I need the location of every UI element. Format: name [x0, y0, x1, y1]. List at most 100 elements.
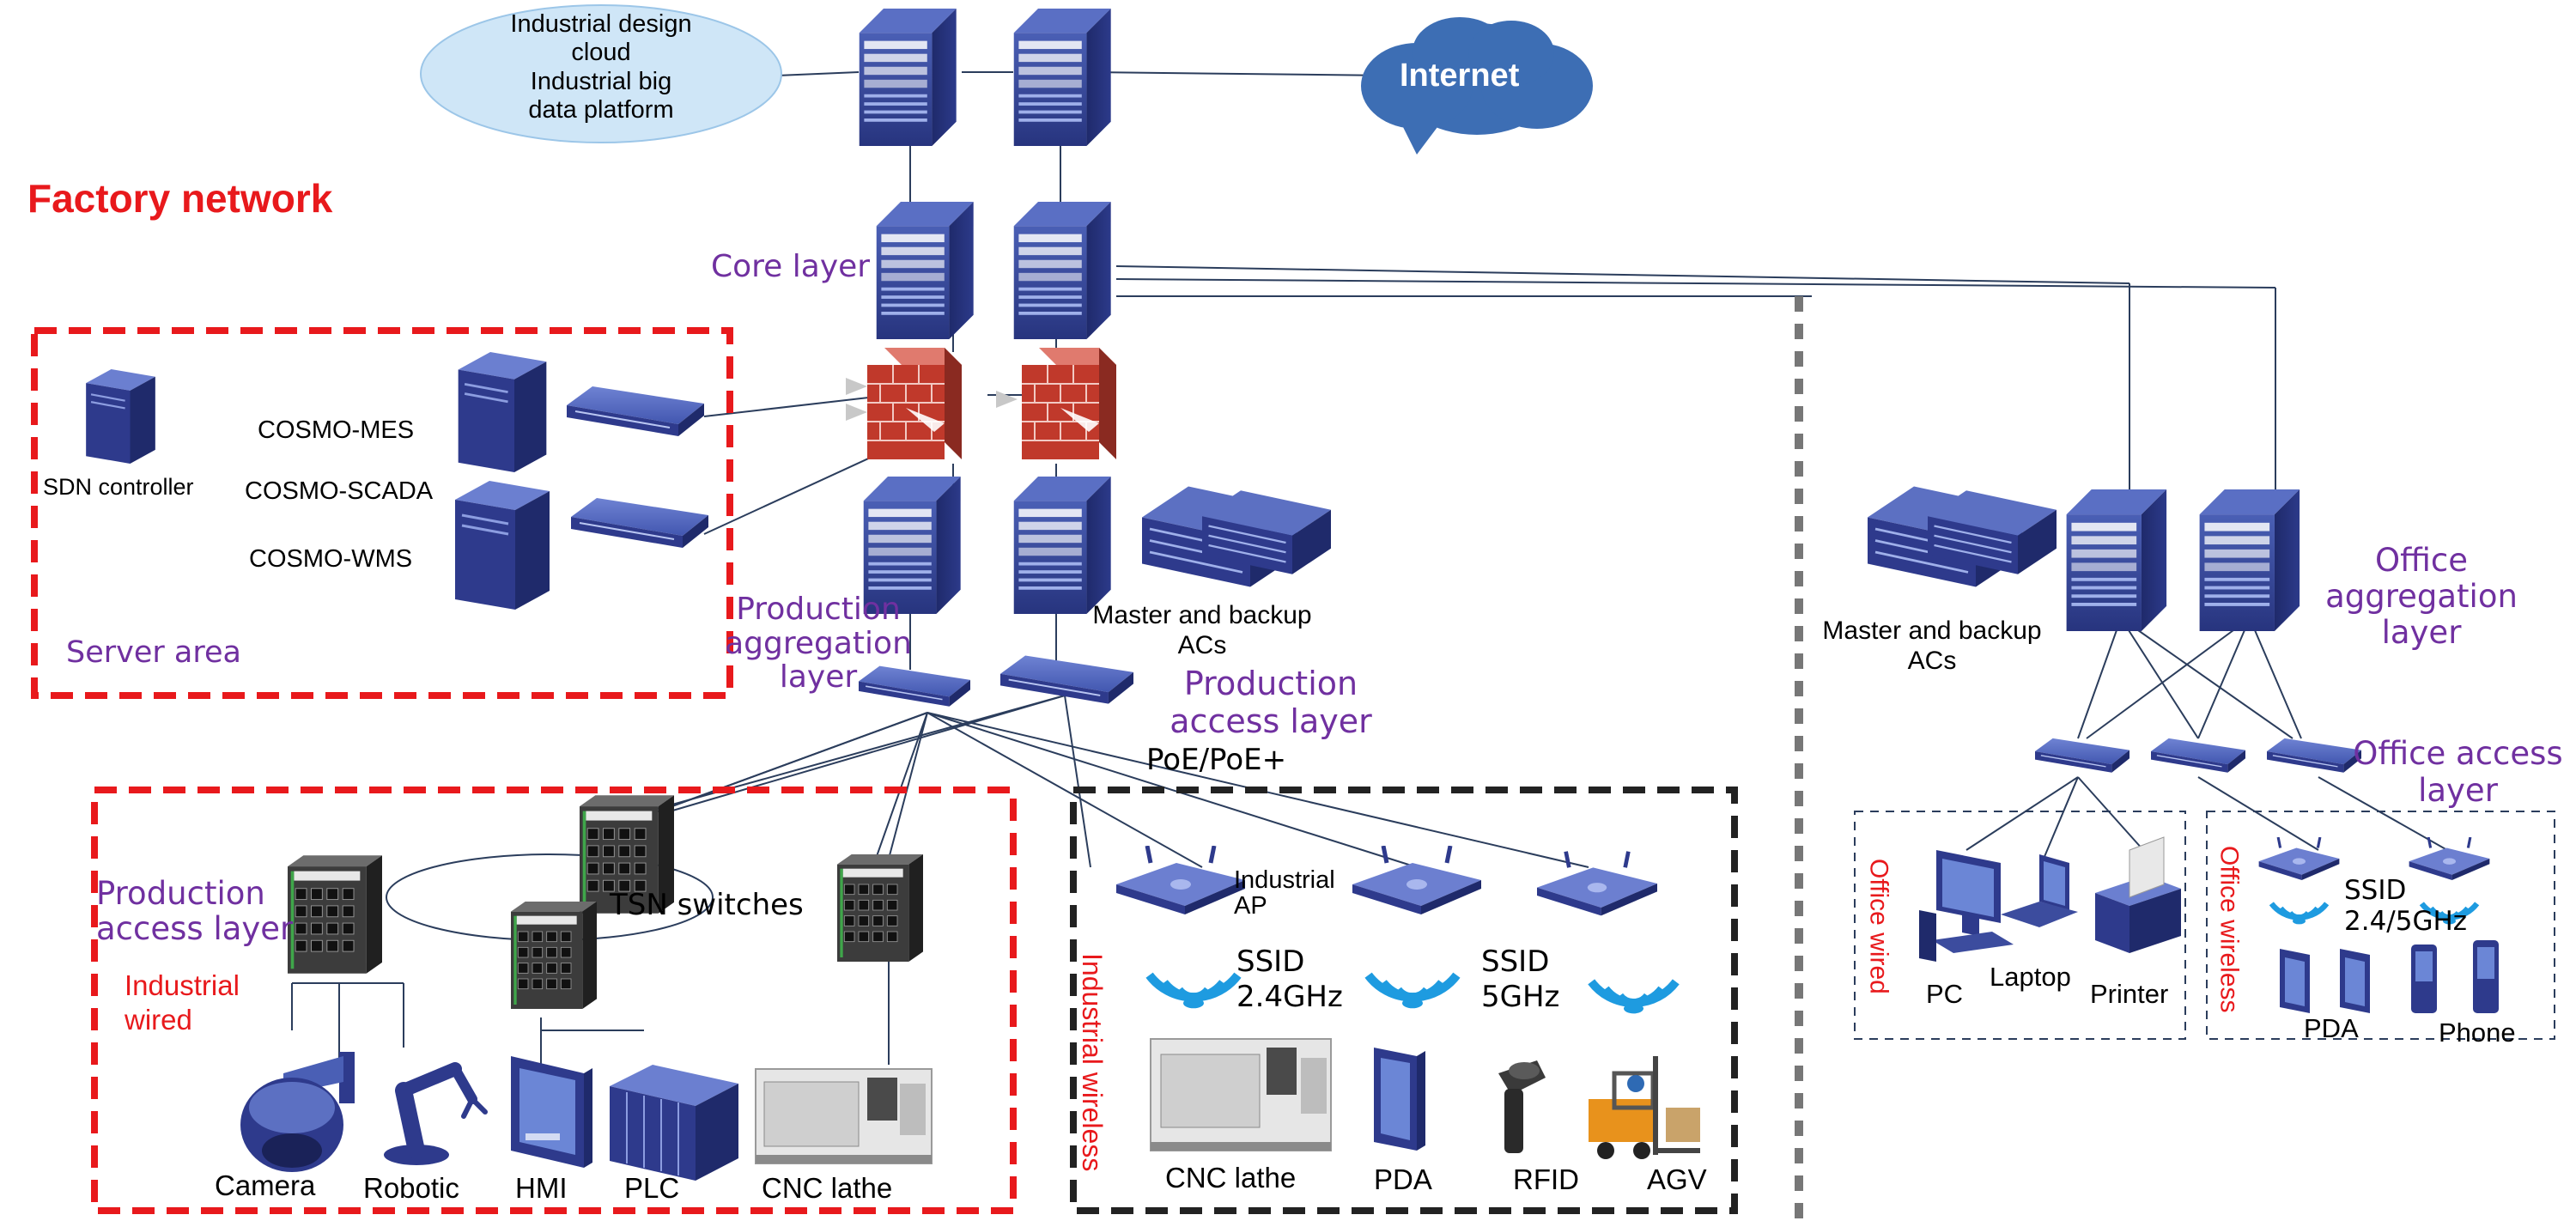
cnc-lathe-wireless-label: CNC lathe: [1165, 1162, 1297, 1194]
ssid-24-label: SSID 2.4GHz: [1236, 945, 1343, 1015]
acs-label-line: ACs: [1177, 630, 1227, 659]
office-access-switch-3: [2267, 738, 2361, 774]
office-ap-2: [2409, 837, 2490, 880]
sdn-controller-server: [85, 369, 156, 464]
office-wireless-border: [2206, 811, 2555, 1040]
industrial-ap-line: Industrial: [1234, 866, 1335, 894]
production-aggregation-line: layer: [779, 659, 858, 696]
printer-icon: [2095, 836, 2181, 953]
production-access-label-left: Production access layer: [96, 876, 293, 947]
wifi-icon: [1369, 975, 1457, 1009]
industrial-wired-line: wired: [125, 1004, 192, 1036]
office-wired-label: Office wired: [1864, 859, 1893, 994]
laptop-icon: [2001, 854, 2078, 927]
firewall-traffic-arrows: [846, 378, 1018, 421]
office-acs-label: Master and backup ACs: [1820, 617, 2044, 676]
production-acs-label: Master and backup ACs: [1091, 601, 1314, 660]
office-aggregation-line: aggregation: [2325, 577, 2518, 615]
industrial-wireless-line: wireless: [1076, 1072, 1108, 1172]
wifi-icon: [2271, 903, 2326, 924]
camera-icon: [240, 1052, 355, 1172]
ssid-line: SSID: [2344, 875, 2407, 906]
office-ap-1: [2258, 837, 2340, 880]
production-access-line: access layer: [96, 910, 294, 948]
industrial-cloud: [420, 4, 782, 143]
cnc-lathe-label: CNC lathe: [762, 1172, 893, 1204]
camera-label: Camera: [215, 1169, 316, 1201]
cloud-label-line: Industrial design: [510, 10, 692, 38]
server-switch-2: [571, 498, 708, 549]
production-access-line: Production: [96, 875, 265, 912]
robotic-arm-icon: [384, 1062, 488, 1165]
cosmo-scada-label: COSMO-SCADA: [245, 477, 434, 505]
office-aggregation-line: Office: [2374, 542, 2468, 579]
industrial-ap-2: [1352, 846, 1481, 914]
production-access-switch-2: [1000, 654, 1133, 705]
tsn-switch-right: [837, 854, 923, 962]
server-area-label: Server area: [66, 635, 241, 670]
ssid-line: 5GHz: [1481, 979, 1560, 1014]
phone-icons: [2411, 940, 2499, 1013]
poe-label: PoE/PoE+: [1146, 743, 1287, 777]
cnc-lathe-icon: [755, 1068, 933, 1164]
page-title: Factory network: [27, 176, 333, 221]
plc-label: PLC: [624, 1172, 680, 1204]
production-access-line: access layer: [1170, 702, 1372, 740]
production-aggregation-label: Production aggregation layer: [720, 592, 917, 695]
internet-router-2: [1013, 9, 1111, 146]
industrial-wireless-label: Industrial wireless: [1075, 953, 1108, 1171]
server-area-border: [31, 327, 733, 699]
industrial-ap-3: [1537, 852, 1657, 916]
industrial-wired-line: Industrial: [125, 969, 240, 1001]
rfid-label: RFID: [1513, 1163, 1579, 1195]
cosmo-mes-server: [457, 352, 548, 472]
plc-icon: [610, 1065, 738, 1181]
office-access-switch-2: [2151, 738, 2245, 774]
cloud-label-line: Industrial big: [530, 67, 672, 95]
cnc-lathe-wireless-icon: [1150, 1038, 1332, 1151]
office-aggregation-label: Office aggregation layer: [2318, 543, 2524, 650]
tsn-switch-middle: [511, 901, 597, 1010]
office-access-label: Office access layer: [2348, 735, 2567, 809]
industrial-wired-label: Industrial wired: [125, 969, 240, 1038]
pc-icon: [1919, 850, 2014, 962]
production-access-label-top: Production access layer: [1168, 665, 1374, 740]
agv-label: AGV: [1647, 1163, 1707, 1195]
office-access-line: layer: [2418, 771, 2498, 809]
office-ssid-label: SSID 2.4/5GHz: [2344, 875, 2468, 937]
cosmo-mes-label: COSMO-MES: [258, 416, 415, 444]
ssid-line: SSID: [1236, 945, 1305, 979]
sdn-controller-label: SDN controller: [43, 474, 194, 500]
cloud-label-line: data platform: [528, 96, 674, 125]
connection-lines: [291, 71, 2448, 1069]
server-switch-1: [567, 386, 704, 437]
internet-label: Internet: [1400, 58, 1520, 94]
printer-label: Printer: [2090, 979, 2169, 1009]
office-pda-label: PDA: [2304, 1013, 2359, 1043]
industrial-wireless-border: [1070, 787, 1738, 1214]
acs-label-line: Master and backup: [1092, 601, 1312, 629]
ssid-line: 2.4/5GHz: [2344, 905, 2468, 937]
pda-label: PDA: [1374, 1163, 1432, 1195]
internet-router-1: [859, 9, 957, 146]
office-aggregation-line: layer: [2381, 613, 2462, 651]
firewall-2: [1022, 348, 1116, 459]
office-aggregation-switch-1: [2066, 489, 2167, 631]
industrial-wireless-line: Industrial: [1076, 953, 1108, 1065]
ssid-line: SSID: [1481, 945, 1550, 979]
core-switch-2: [1013, 202, 1111, 339]
cosmo-wms-label: COSMO-WMS: [249, 545, 413, 573]
tsn-switch-left: [288, 854, 382, 975]
core-switch-1: [876, 202, 974, 339]
acs-label-line: Master and backup: [1822, 617, 2042, 645]
production-aggregation-switch-2: [1013, 477, 1111, 614]
robotic-label: Robotic: [363, 1172, 459, 1204]
pda-icon: [1374, 1048, 1425, 1151]
wifi-icon: [1150, 975, 1238, 1009]
industrial-wired-border: [91, 787, 1017, 1214]
ssid-5-label: SSID 5GHz: [1481, 945, 1559, 1015]
ssid-line: 2.4GHz: [1236, 979, 1343, 1014]
internet-cloud: [1361, 17, 1593, 155]
